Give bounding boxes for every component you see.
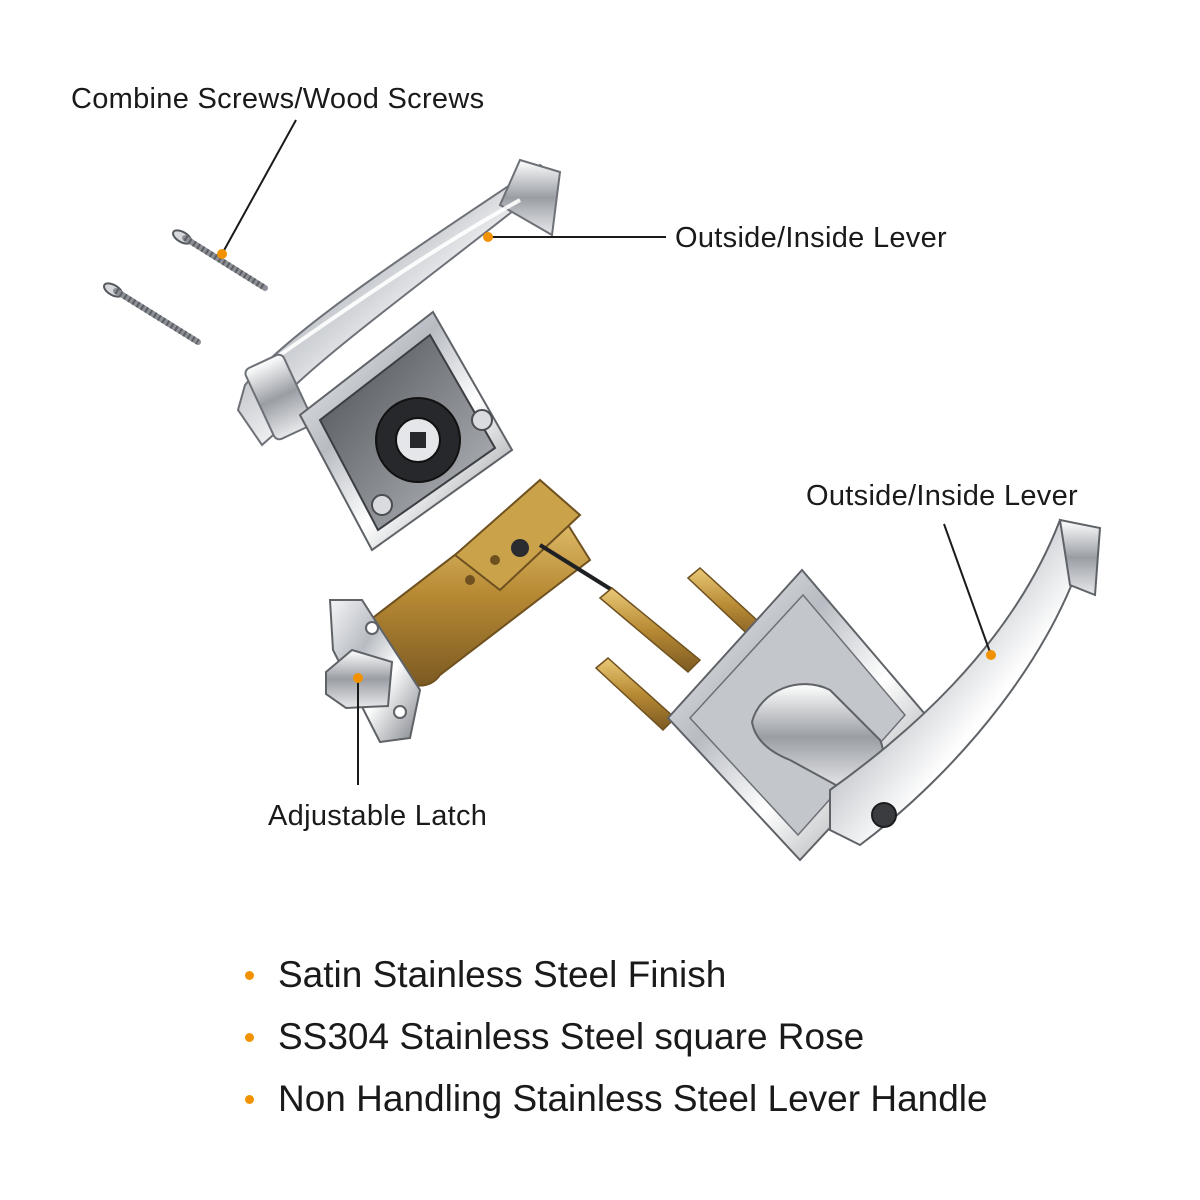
- label-lever-top: Outside/Inside Lever: [675, 222, 947, 254]
- feature-text: Non Handling Stainless Steel Lever Handl…: [278, 1078, 988, 1119]
- feature-item: SS304 Stainless Steel square Rose: [245, 1012, 988, 1074]
- feature-item: Satin Stainless Steel Finish: [245, 950, 988, 1012]
- feature-text: SS304 Stainless Steel square Rose: [278, 1016, 865, 1057]
- leader-dots: [217, 232, 996, 683]
- rose-top: [298, 310, 514, 552]
- label-lever-right: Outside/Inside Lever: [806, 480, 1078, 512]
- screw-lower: [102, 282, 201, 345]
- lever-right: [666, 518, 1102, 862]
- leader-lever-right: [943, 523, 992, 656]
- screw-upper: [171, 229, 268, 291]
- leader-lines: [221, 119, 992, 785]
- feature-text: Satin Stainless Steel Finish: [278, 954, 727, 995]
- dot-lever-right: [986, 650, 996, 660]
- bullet-dot-icon: [245, 1095, 254, 1104]
- leader-screws: [221, 119, 297, 255]
- label-screws: Combine Screws/Wood Screws: [71, 83, 485, 115]
- dot-latch: [353, 673, 363, 683]
- spindle-and-posts: [594, 567, 772, 732]
- dot-lever-top: [483, 232, 493, 242]
- bullet-dot-icon: [245, 971, 254, 980]
- dot-screws: [217, 249, 227, 259]
- feature-item: Non Handling Stainless Steel Lever Handl…: [245, 1074, 988, 1136]
- lever-top: [236, 158, 562, 447]
- feature-list: Satin Stainless Steel Finish SS304 Stain…: [245, 950, 988, 1136]
- label-latch: Adjustable Latch: [268, 800, 488, 832]
- bullet-dot-icon: [245, 1033, 254, 1042]
